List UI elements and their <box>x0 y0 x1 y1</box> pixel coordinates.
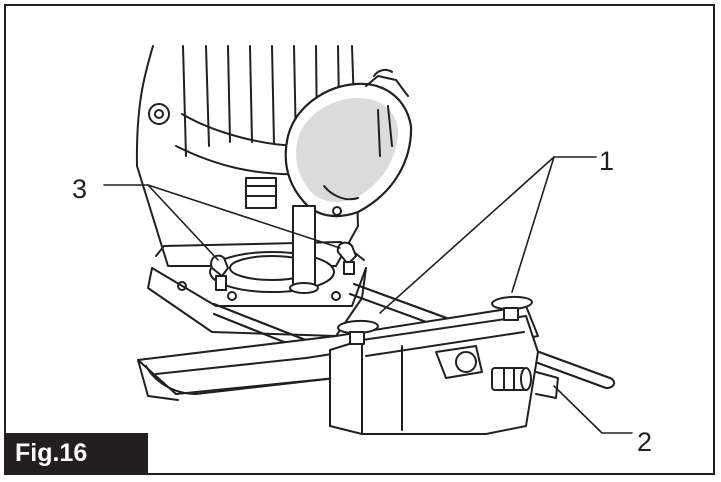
straight-guide <box>137 305 559 435</box>
callout-label-2: 2 <box>637 427 653 457</box>
router-straight-guide-illustration <box>103 45 633 435</box>
router-handle <box>284 68 413 218</box>
base-wing-bolt-right <box>336 241 357 275</box>
guide-wing-bolt-left <box>337 320 379 345</box>
callout-label-1: 1 <box>599 146 615 176</box>
base-wing-bolt-left <box>210 254 229 291</box>
figure-number-tag: Fig.16 <box>6 433 148 473</box>
figure-frame: 1 2 3 Fig.16 <box>4 4 715 475</box>
callout-label-3: 3 <box>72 174 88 204</box>
guide-wing-bolt-right <box>491 296 533 321</box>
leader-lines <box>103 156 633 434</box>
router-base <box>147 177 367 337</box>
